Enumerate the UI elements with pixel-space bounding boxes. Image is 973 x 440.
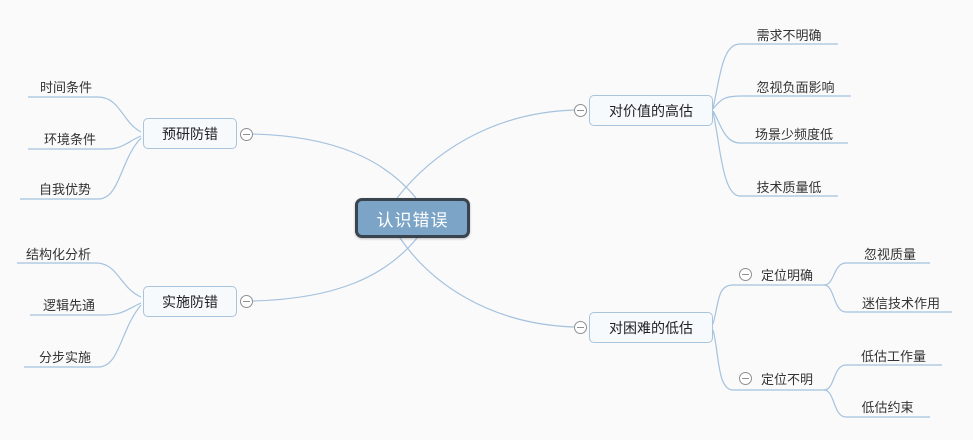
topic-underestimate-workload[interactable]: 低估工作量 [860, 348, 926, 364]
root-topic[interactable]: 认识错误 [355, 198, 470, 238]
topic-time-condition[interactable]: 时间条件 [39, 79, 92, 95]
topic-underestimate-constraints[interactable]: 低估约束 [861, 399, 914, 415]
minus-icon [243, 134, 250, 135]
collapse-button-value-overestimation[interactable] [574, 104, 587, 117]
topic-environment-condition[interactable]: 环境条件 [43, 131, 96, 147]
branch-line [28, 96, 142, 133]
topic-few-scenarios-low-frequency[interactable]: 场景少频度低 [754, 126, 833, 142]
topic-pre-research[interactable]: 预研防错 [143, 118, 237, 149]
branch-line [823, 364, 942, 391]
topic-unclear-requirements[interactable]: 需求不明确 [756, 27, 822, 43]
topic-logic-first[interactable]: 逻辑先通 [42, 297, 95, 313]
minus-icon [742, 274, 749, 275]
branch-line [17, 262, 142, 298]
minus-icon [243, 301, 250, 302]
topic-blind-faith-in-technology[interactable]: 迷信技术作用 [861, 295, 940, 311]
branch-line [396, 109, 575, 199]
minus-icon [577, 327, 584, 328]
topic-ignore-negative-impact[interactable]: 忽视负面影响 [756, 79, 835, 95]
topic-structured-analysis[interactable]: 结构化分析 [25, 246, 91, 262]
branch-line [712, 95, 851, 110]
topic-difficulty-underestimation[interactable]: 对困难的低估 [589, 312, 713, 343]
collapse-button-implementation[interactable] [240, 295, 253, 308]
topic-stepwise-implementation[interactable]: 分步实施 [38, 349, 91, 365]
branch-line [251, 133, 417, 199]
topic-ignore-quality[interactable]: 忽视质量 [863, 246, 916, 262]
branch-line [251, 237, 418, 302]
topic-low-technical-quality[interactable]: 技术质量低 [756, 179, 822, 195]
topic-self-advantage[interactable]: 自我优势 [38, 181, 91, 197]
topic-clear-positioning[interactable]: 定位明确 [760, 267, 813, 283]
topic-unclear-positioning[interactable]: 定位不明 [760, 371, 813, 387]
minus-icon [742, 378, 749, 379]
topic-implementation[interactable]: 实施防错 [143, 286, 237, 317]
collapse-button-pre-research[interactable] [240, 128, 253, 141]
collapse-button-unclear-positioning[interactable] [739, 372, 752, 385]
collapse-button-difficulty-underestimation[interactable] [574, 321, 587, 334]
branch-line [399, 237, 575, 328]
branch-line [712, 284, 824, 325]
branch-line [823, 262, 930, 286]
topic-value-overestimation[interactable]: 对价值的高估 [589, 95, 713, 126]
minus-icon [577, 110, 584, 111]
collapse-button-clear-positioning[interactable] [739, 268, 752, 281]
